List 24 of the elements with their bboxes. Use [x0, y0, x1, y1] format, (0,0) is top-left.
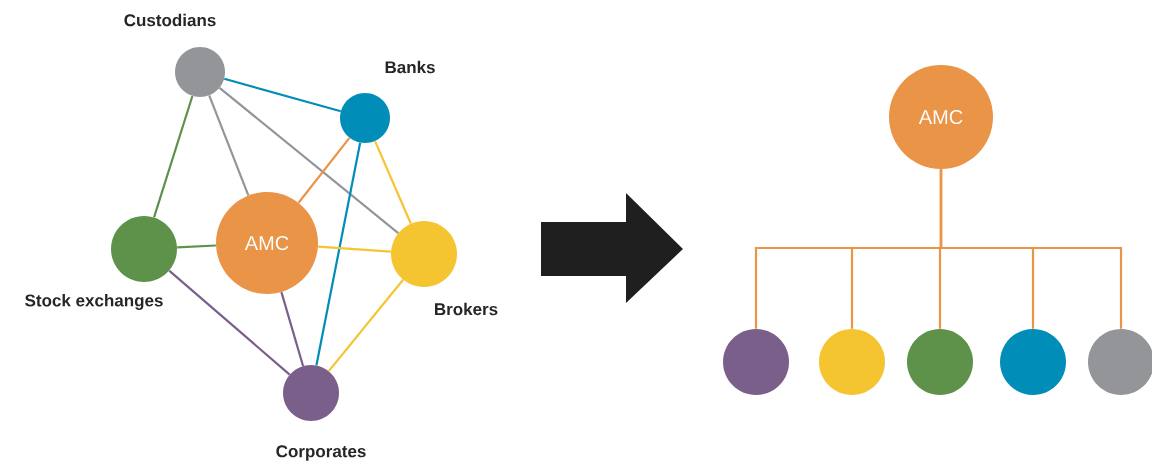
circle-node [907, 329, 973, 395]
connector-line [318, 245, 391, 253]
circle-node [1000, 329, 1066, 395]
connector-line [297, 137, 351, 204]
connector-line [177, 244, 216, 249]
circle-node: AMC [216, 192, 318, 294]
connector-line [327, 279, 404, 372]
connector-line [168, 269, 291, 376]
connector-line [374, 140, 412, 224]
connector-line [280, 291, 305, 367]
node-label: Custodians [124, 13, 216, 27]
connector-line [939, 169, 1123, 329]
connector-line [224, 77, 342, 113]
circle-node [819, 329, 885, 395]
node-label: Corporates [276, 445, 366, 461]
connector-line [208, 95, 250, 196]
circle-node: AMC [889, 65, 993, 169]
node-label: Banks [385, 60, 435, 74]
node-label: Brokers [435, 302, 498, 316]
node-label: Stock exchanges [25, 294, 163, 310]
connector-line [218, 87, 399, 234]
connector-line [153, 95, 194, 218]
circle-node [723, 329, 789, 395]
connector-line [315, 142, 362, 366]
